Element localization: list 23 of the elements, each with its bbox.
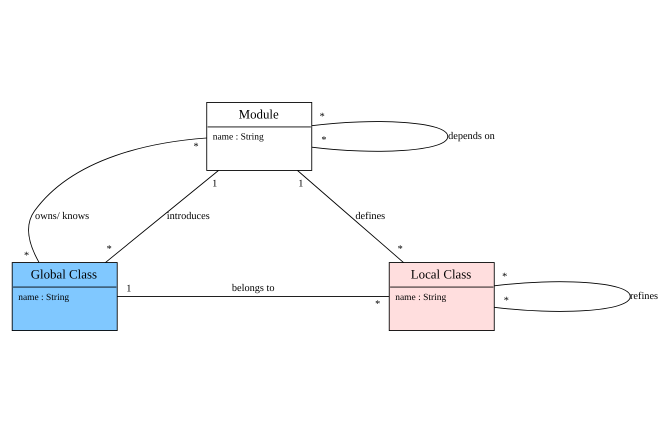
label: *	[504, 294, 509, 306]
label: *	[106, 243, 112, 254]
label: 1	[298, 178, 304, 190]
edge-label: introduces	[166, 210, 210, 222]
label: *	[398, 243, 403, 254]
label: *	[24, 250, 30, 262]
edge-label: depends on	[448, 130, 495, 142]
connector	[28, 137, 208, 262]
label: *	[194, 141, 199, 152]
connector	[494, 280, 631, 312]
label: 1	[126, 282, 132, 294]
label: 1	[212, 178, 218, 189]
label: *	[320, 110, 325, 122]
connector	[311, 120, 448, 152]
label: *	[375, 298, 380, 310]
label: *	[502, 270, 508, 282]
edge-label: refines	[630, 290, 658, 302]
edge-label: owns/ knows	[35, 210, 90, 222]
edge-label: defines	[355, 210, 386, 222]
connector	[105, 170, 219, 262]
label: *	[321, 134, 326, 146]
edge-label: belongs to	[232, 282, 275, 294]
connector	[297, 170, 404, 262]
